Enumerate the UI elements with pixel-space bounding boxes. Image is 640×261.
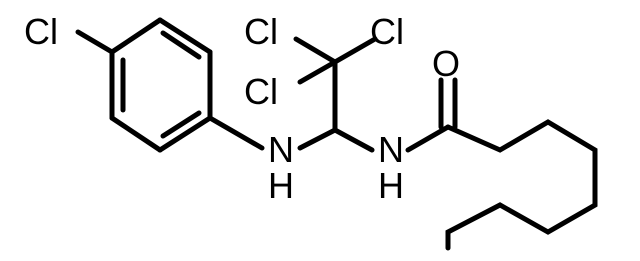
c-cl-bond <box>332 36 378 65</box>
ring-bond <box>109 17 163 55</box>
amine-hydrogen-label: H <box>268 165 294 206</box>
amide-hydrogen-label: H <box>378 165 404 206</box>
c-cl-bond <box>297 59 338 85</box>
alkyl-chain <box>445 119 598 251</box>
aryl-cl-bond <box>75 29 115 55</box>
amide-nitrogen-label: N <box>378 129 404 170</box>
n-ch-bond <box>297 127 338 151</box>
amide-n-co-bond <box>405 124 451 153</box>
ring-double-bond <box>160 30 202 60</box>
aryl-chlorine-label: Cl <box>24 11 58 52</box>
ring-bond <box>109 115 163 153</box>
carbonyl-oxygen-label: O <box>432 43 460 84</box>
chlorine-label: Cl <box>370 11 404 52</box>
c-cl-bond <box>293 36 338 65</box>
chlorine-label: Cl <box>244 11 278 52</box>
aryl-n-bond <box>207 115 265 151</box>
ch-amide-n-bond <box>332 127 375 153</box>
benzene-ring <box>109 17 213 153</box>
ring-double-bond <box>160 110 202 139</box>
chlorine-label: Cl <box>244 71 278 112</box>
ring-bond <box>157 17 213 55</box>
ring-bond <box>157 115 213 153</box>
amine-nitrogen-label: N <box>268 129 294 170</box>
